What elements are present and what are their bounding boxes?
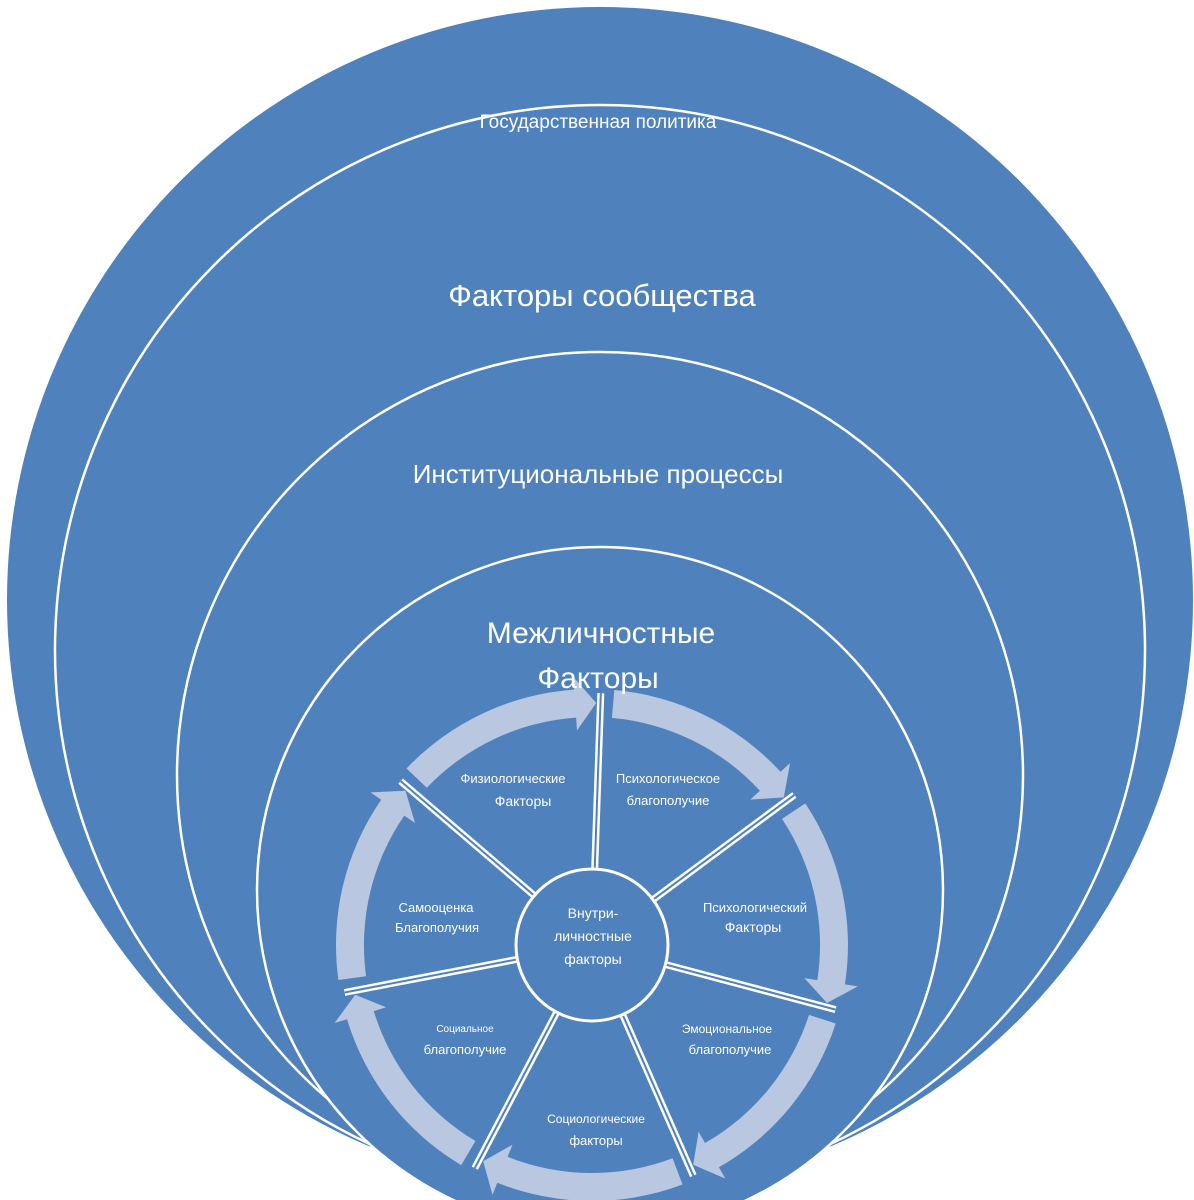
label-institutional-processes: Институциональные процессы (413, 459, 784, 489)
label-interpersonal-line2: Факторы (537, 662, 658, 695)
segment-self-esteem-line2: Благополучия (395, 920, 479, 935)
cycle-arrow-4 (483, 1144, 683, 1200)
cycle-arrow-3 (693, 1014, 836, 1179)
segment-social-line2: благополучие (424, 1042, 507, 1057)
segment-psych-factors-line2: Факторы (725, 919, 782, 935)
segment-self-esteem-line1: Самооценка (398, 900, 474, 915)
segment-emotional-line2: благополучие (689, 1042, 772, 1057)
wheel-spokes (343, 693, 837, 1178)
segment-sociological-line2: факторы (569, 1133, 622, 1148)
segment-physiological-line2: Факторы (495, 793, 552, 809)
cycle-arrow-7 (406, 676, 597, 788)
label-community-factors: Факторы сообщества (448, 278, 756, 313)
cycle-arrow-5 (334, 994, 476, 1166)
spoke-gap-3 (665, 963, 836, 1011)
cycle-arrow-1 (611, 690, 791, 800)
spoke-gap-7 (399, 780, 535, 897)
label-interpersonal-line1: Межличностные (487, 617, 715, 650)
spoke-gap-1 (593, 693, 602, 870)
segment-psych-wellbeing-line2: благополучие (627, 793, 710, 808)
wheel-center-circle (514, 867, 670, 1023)
label-state-policy: Государственная политика (480, 112, 717, 133)
segment-psych-factors-line1: Психологический (703, 900, 807, 915)
spoke-gap-5 (473, 1011, 558, 1169)
segment-social-line1: Социальное (436, 1024, 494, 1035)
cycle-arrow-ring (334, 676, 858, 1200)
segment-psych-wellbeing-line1: Психологическое (616, 771, 720, 786)
segment-physiological-line1: Физиологические (461, 771, 566, 786)
segment-emotional-line1: Эмоциональное (682, 1022, 773, 1036)
wheel-center-label-line2: личностные (554, 928, 632, 944)
wheel-center-label-line1: Внутри- (568, 905, 619, 921)
spoke-gap-4 (621, 1014, 695, 1177)
cycle-arrow-2 (782, 803, 858, 1003)
segment-sociological-line1: Социологические (547, 1112, 645, 1126)
cycle-arrow-6 (335, 790, 415, 980)
wheel-center-label-line3: факторы (564, 951, 621, 967)
spoke-gap-6 (344, 958, 518, 994)
spoke-gap-2 (652, 794, 795, 901)
